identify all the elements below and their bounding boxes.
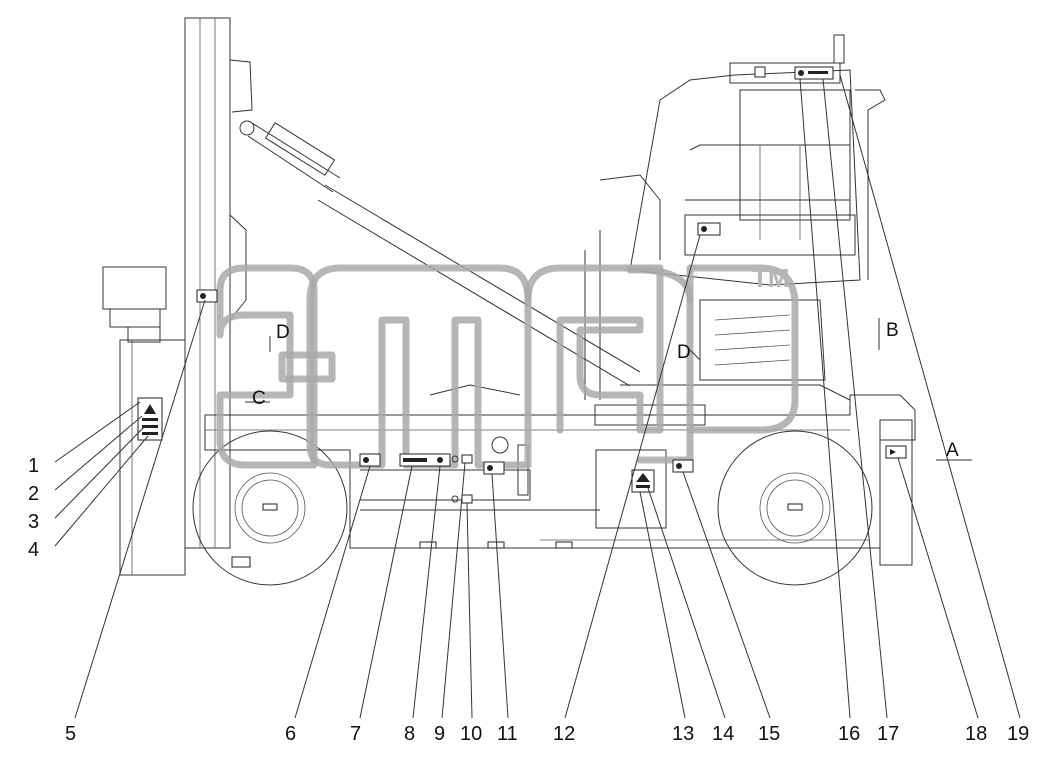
callout-7: 7 bbox=[350, 723, 361, 745]
decal-body-11 bbox=[483, 461, 505, 475]
cab bbox=[584, 34, 886, 400]
decal-roof-16-17 bbox=[754, 66, 834, 80]
decal-mast-upper bbox=[196, 289, 218, 303]
engine-grille bbox=[699, 299, 826, 381]
decal-step-15 bbox=[672, 459, 694, 473]
callout-17: 17 bbox=[877, 723, 899, 745]
callout-15: 15 bbox=[758, 723, 780, 745]
callout-16: 16 bbox=[838, 723, 860, 745]
decal-body-7-8 bbox=[399, 453, 451, 467]
callout-8: 8 bbox=[404, 723, 415, 745]
callout-10: 10 bbox=[460, 723, 482, 745]
callout-numbers: 1 2 3 4 5 6 7 8 9 10 11 12 13 14 15 16 1… bbox=[28, 455, 1029, 745]
decal-cab-12 bbox=[697, 222, 721, 236]
counterweight bbox=[879, 419, 913, 566]
callout-5: 5 bbox=[65, 723, 76, 745]
callout-18: 18 bbox=[965, 723, 987, 745]
callout-19: 19 bbox=[1007, 723, 1029, 745]
decal-body-6 bbox=[359, 453, 381, 467]
callout-14: 14 bbox=[712, 723, 734, 745]
rear-wheel bbox=[717, 430, 873, 586]
view-label-d-front: D bbox=[276, 322, 290, 343]
callout-3: 3 bbox=[28, 511, 39, 533]
leader-lines bbox=[54, 74, 1021, 719]
decals bbox=[137, 66, 907, 568]
decal-mast-warning bbox=[137, 397, 163, 441]
attachment-head bbox=[102, 266, 167, 343]
callout-6: 6 bbox=[285, 723, 296, 745]
view-label-c: C bbox=[252, 388, 266, 409]
decal-wheel-label bbox=[231, 556, 251, 568]
callout-13: 13 bbox=[672, 723, 694, 745]
callout-1: 1 bbox=[28, 455, 39, 477]
callout-4: 4 bbox=[28, 539, 39, 561]
decal-step-13-14 bbox=[631, 469, 655, 493]
front-wheel bbox=[192, 430, 348, 586]
watermark-trademark: TM bbox=[752, 263, 790, 293]
frame-fixtures bbox=[419, 541, 573, 549]
mast bbox=[119, 17, 253, 576]
callout-9: 9 bbox=[434, 723, 445, 745]
callout-2: 2 bbox=[28, 483, 39, 505]
view-label-a: A bbox=[946, 440, 959, 461]
callout-12: 12 bbox=[553, 723, 575, 745]
view-markers: A B C D D bbox=[245, 318, 972, 461]
view-label-d-cab: D bbox=[677, 342, 691, 363]
decal-rear-18 bbox=[885, 445, 907, 459]
watermark-logo: TM bbox=[216, 263, 799, 469]
decal-body-9-10 bbox=[451, 454, 473, 504]
callout-11: 11 bbox=[497, 723, 518, 745]
view-label-b: B bbox=[886, 320, 899, 341]
forklift-drawing bbox=[102, 17, 916, 586]
